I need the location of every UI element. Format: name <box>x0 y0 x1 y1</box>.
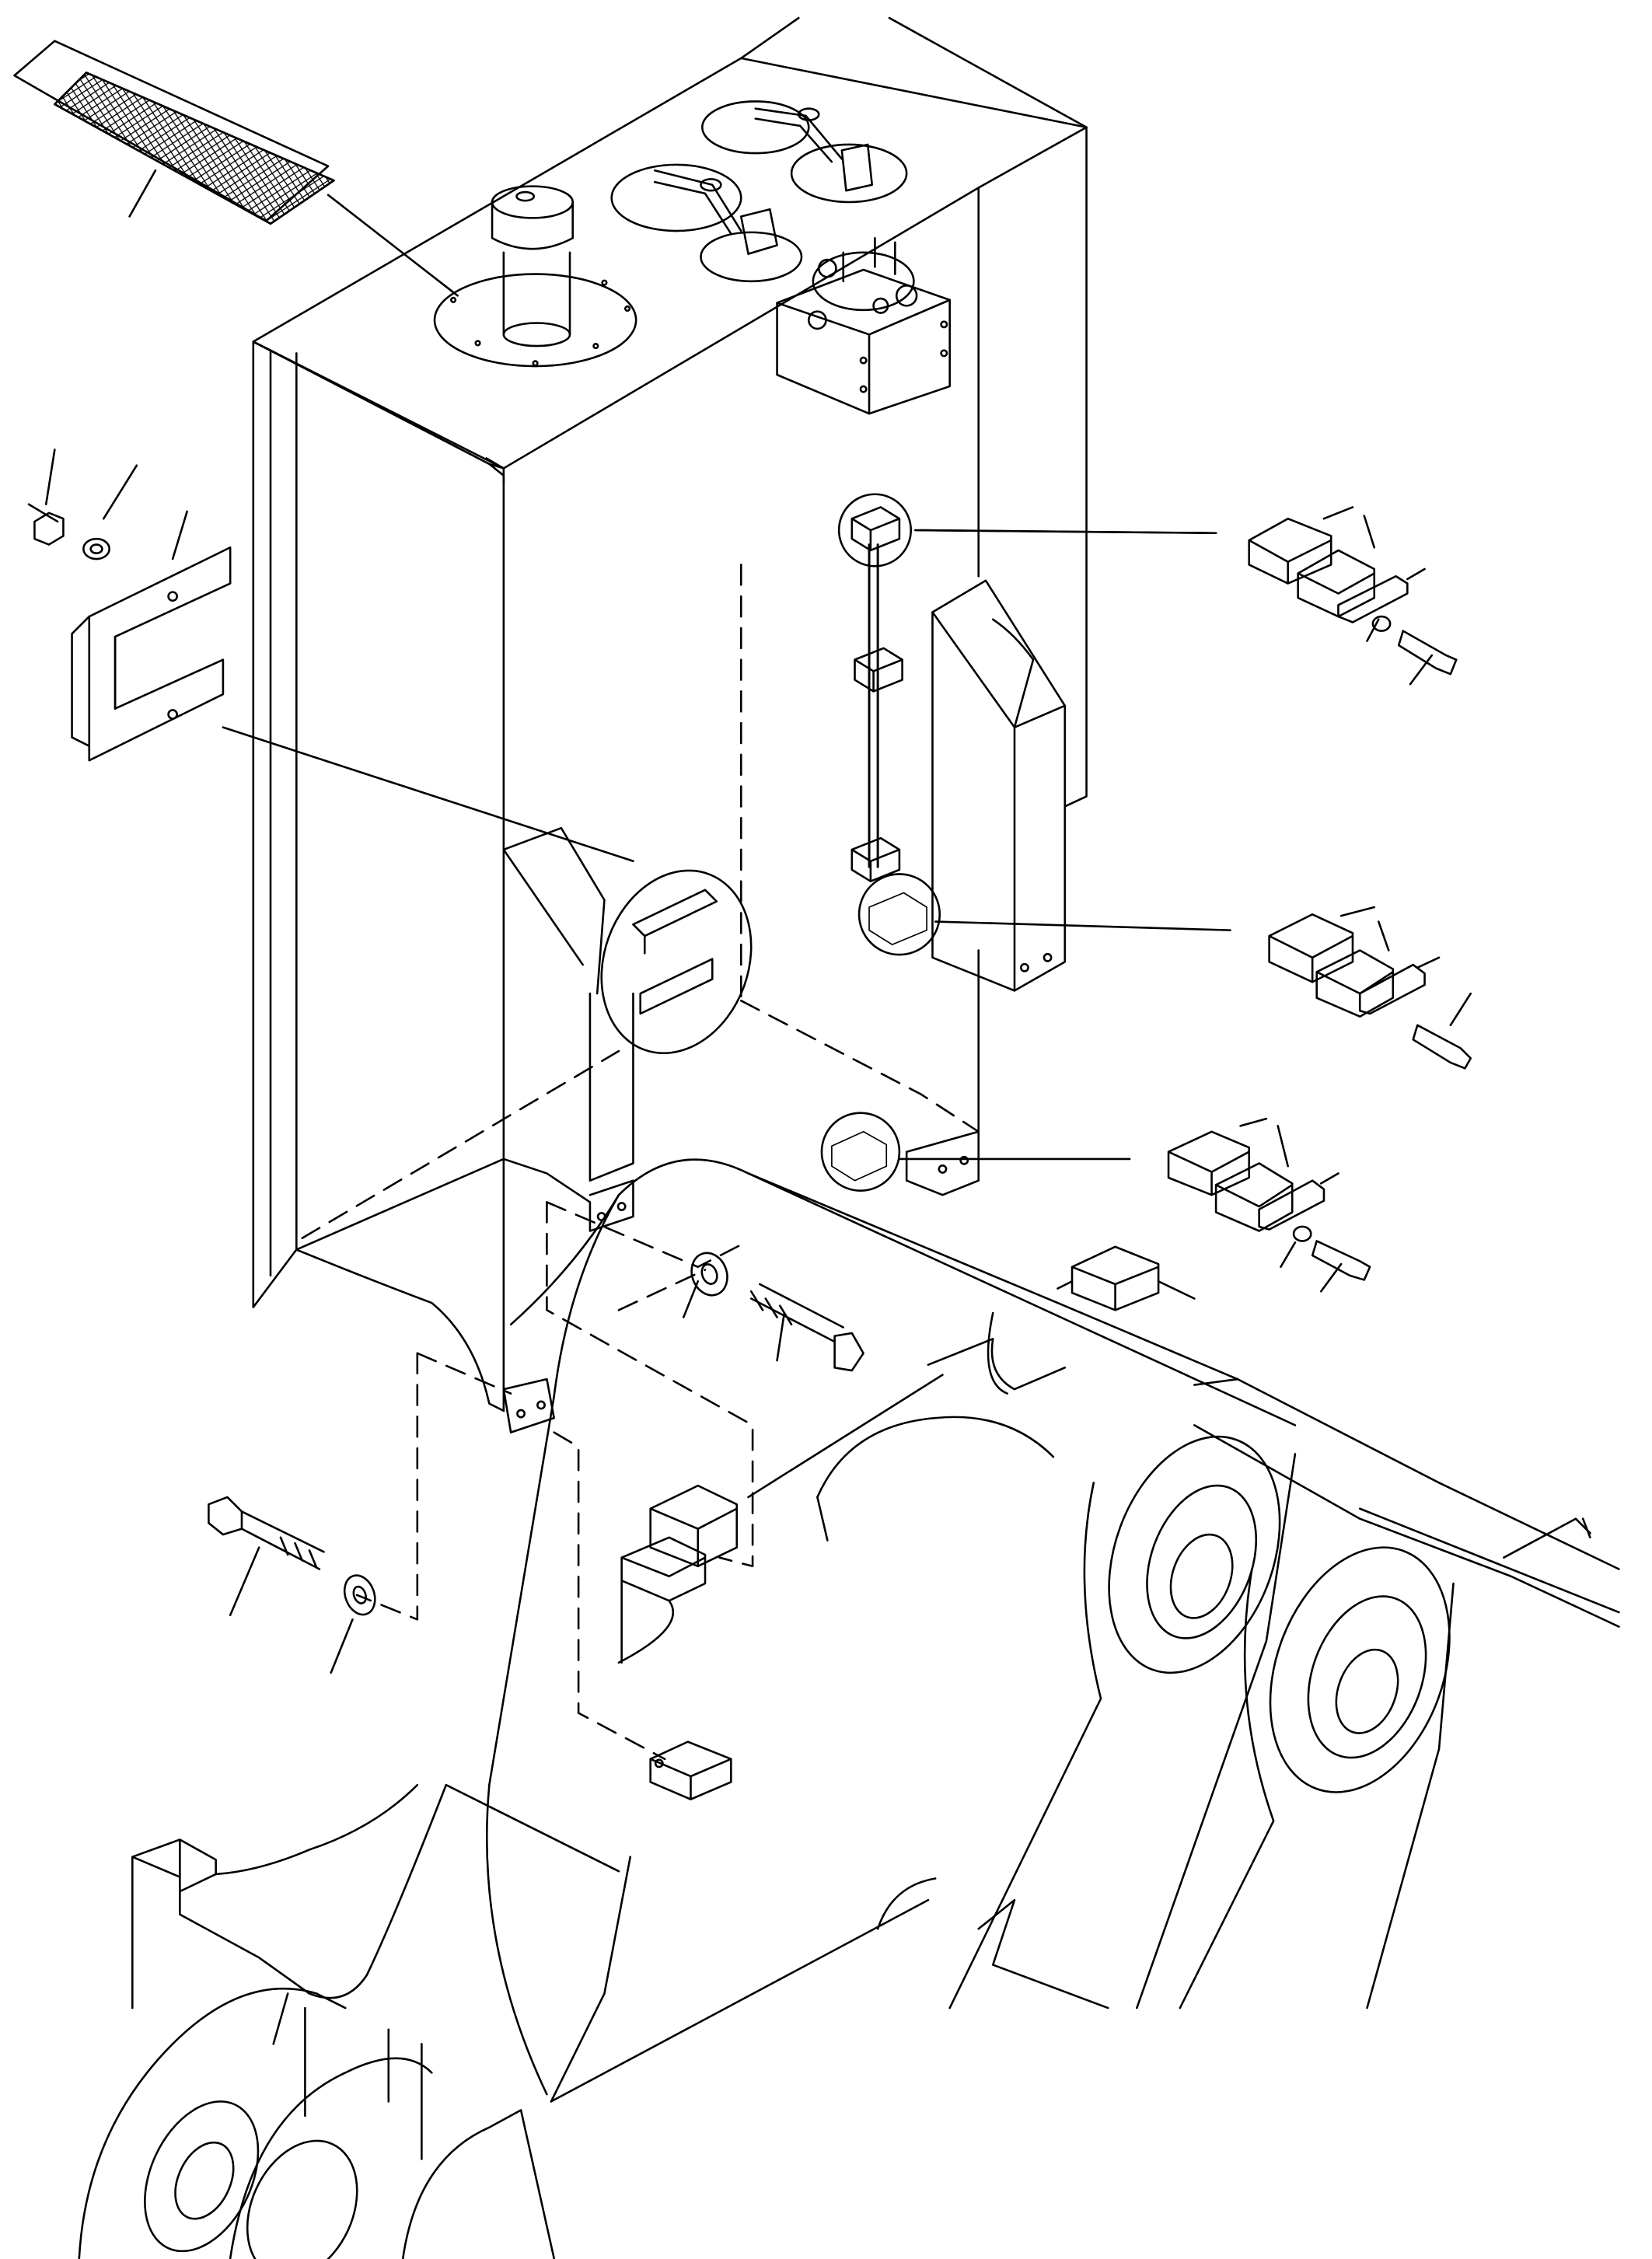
frame-bottom-lugs <box>78 1987 555 2259</box>
tank-right-column <box>931 579 1067 992</box>
spacer-block-right <box>1057 1245 1196 1311</box>
frame-lug-left <box>948 1435 1297 2009</box>
clamp-set-top <box>1248 506 1458 686</box>
leader-lines <box>920 529 1591 1539</box>
mounting-bolt-center <box>682 1252 864 1372</box>
cover-plate-right <box>701 100 908 204</box>
mounting-bolt-left <box>208 1496 376 1674</box>
detail-circle-clamp-low <box>820 1112 901 1192</box>
tank-lower-section <box>502 579 1067 1433</box>
bracket-washer <box>82 537 110 560</box>
frame-left-end <box>131 1783 620 1999</box>
clamp-set-middle <box>1268 906 1472 1070</box>
tank-top-fittings <box>433 100 951 415</box>
detail-circle-bracket <box>600 869 753 1055</box>
frame-lug-right <box>1179 1546 1455 2009</box>
vehicle-frame <box>78 1158 1620 2259</box>
assembly-dash-lines <box>301 564 980 1761</box>
valve-block <box>776 236 951 415</box>
hydraulic-tank <box>252 16 1088 1412</box>
strainer-mesh <box>54 72 335 225</box>
bracket-nut <box>33 512 65 546</box>
clamp-set-bottom <box>1167 1117 1371 1293</box>
cover-plate-left <box>610 163 803 283</box>
tank-left-face <box>252 340 298 1308</box>
tank-right-face <box>1063 126 1088 808</box>
tank-top-face <box>252 57 1088 470</box>
spacer-block-lower <box>649 1741 732 1800</box>
level-gauge <box>820 493 1231 1192</box>
mounting-bracket <box>27 449 634 863</box>
spacer-block-center <box>617 1374 944 1664</box>
detail-circle-clamp-mid <box>857 873 941 956</box>
detail-circle-clamp-top <box>837 493 913 567</box>
filler-cap <box>433 185 637 368</box>
suction-strainer <box>13 40 459 297</box>
